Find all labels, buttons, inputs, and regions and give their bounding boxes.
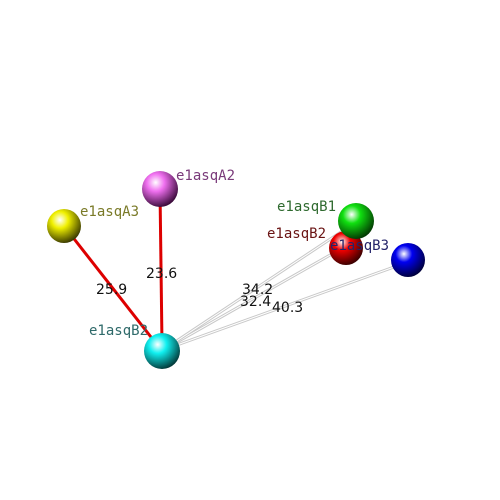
atom-label-a2: e1asqA2 xyxy=(176,168,235,184)
atom-label-b1: e1asqB1 xyxy=(277,199,336,215)
distance-line-b3-inner xyxy=(162,261,409,351)
distance-label-a3: 25.9 xyxy=(96,282,127,298)
atom-b2-red[interactable] xyxy=(329,231,363,265)
distance-label-b1: 34.2 xyxy=(242,282,273,298)
distance-lines-red xyxy=(62,189,164,347)
distance-line-b1-inner xyxy=(162,221,357,351)
distance-line-a2 xyxy=(158,189,164,345)
distance-label-b2-red: 32.4 xyxy=(240,294,271,310)
atom-a3[interactable] xyxy=(47,209,81,243)
atom-label-b3: e1asqB3 xyxy=(330,238,389,254)
atom-b1[interactable] xyxy=(338,203,374,239)
atom-label-a3: e1asqA3 xyxy=(80,204,139,220)
distance-line-b2-red-inner xyxy=(162,245,347,351)
distance-label-a2: 23.6 xyxy=(146,266,177,282)
atom-b2-center[interactable] xyxy=(144,333,180,369)
distance-label-b3: 40.3 xyxy=(272,300,303,316)
atom-a2[interactable] xyxy=(142,171,178,207)
distance-line-a3 xyxy=(62,225,160,347)
atom-label-b2-center: e1asqB2 xyxy=(89,323,148,339)
atom-label-b2-red: e1asqB2 xyxy=(267,226,326,242)
atom-b3[interactable] xyxy=(391,243,425,277)
distance-lines-grey xyxy=(162,220,409,352)
